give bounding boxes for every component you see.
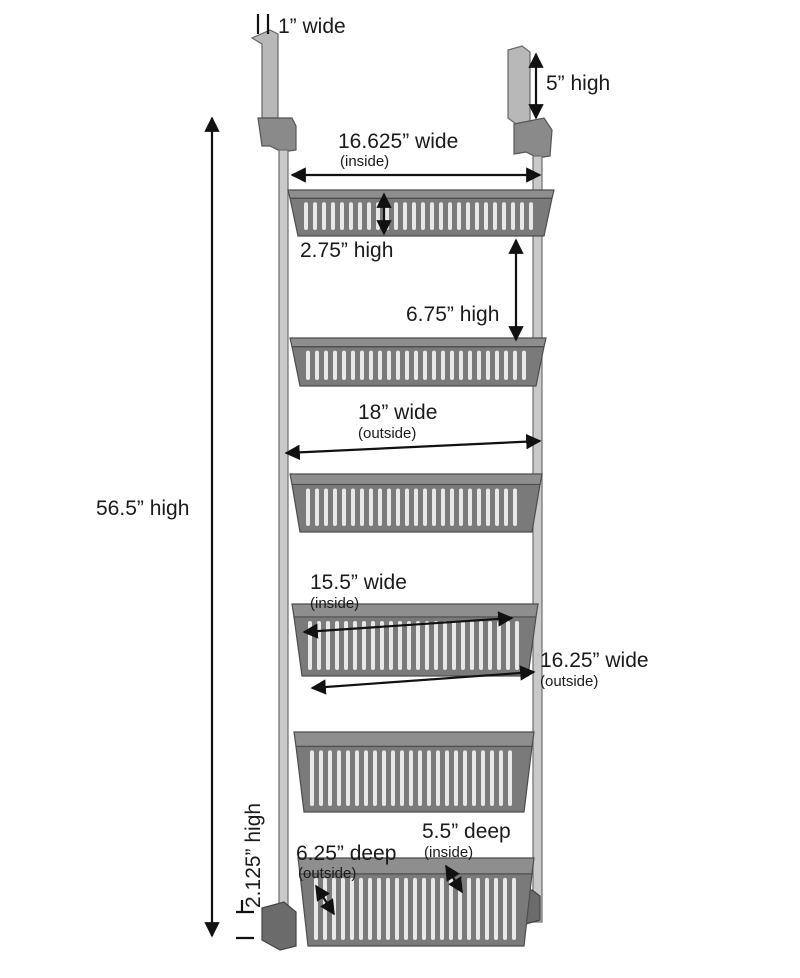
bottom-clearance-label: 2.125” high — [242, 803, 265, 908]
hook-height-label: 5” high — [546, 72, 610, 95]
basket-4 — [291, 603, 539, 677]
basket-height-label: 2.75” high — [300, 239, 393, 262]
basket-inside-width-label: 15.5” wide — [310, 571, 407, 594]
basket-inside-width-arrow — [302, 611, 514, 639]
basket-spacing-label: 6.75” high — [406, 303, 499, 326]
depth-outside-arrow — [315, 884, 335, 916]
depth-inside-arrow — [445, 864, 463, 894]
right-door-hook — [507, 45, 553, 159]
basket-2 — [289, 337, 547, 387]
left-door-hook — [250, 29, 297, 153]
depth-outside-label: 6.25” deep — [296, 842, 396, 865]
basket-inside-width-note: (inside) — [310, 595, 359, 612]
outside-width-note: (outside) — [358, 425, 416, 442]
outside-width-label: 18” wide — [358, 401, 437, 424]
depth-inside-note: (inside) — [424, 844, 473, 861]
top-inside-width-note: (inside) — [340, 153, 389, 170]
basket-outside-width-arrow — [310, 665, 536, 695]
overall-height-label: 56.5” high — [96, 497, 189, 520]
basket-3 — [289, 473, 543, 533]
outside-width-arrow — [284, 433, 542, 461]
depth-outside-note: (outside) — [298, 865, 356, 882]
left-pole — [278, 149, 289, 921]
hook-width-label: 1” wide — [278, 15, 346, 38]
basket-outside-width-label: 16.25” wide — [540, 649, 649, 672]
basket-5 — [293, 731, 535, 813]
depth-inside-label: 5.5” deep — [422, 820, 511, 843]
left-foot — [261, 901, 297, 951]
basket-outside-width-note: (outside) — [540, 673, 598, 690]
right-pole — [532, 155, 543, 923]
basket-1 — [287, 189, 555, 237]
top-inside-width-label: 16.625” wide — [338, 130, 458, 153]
